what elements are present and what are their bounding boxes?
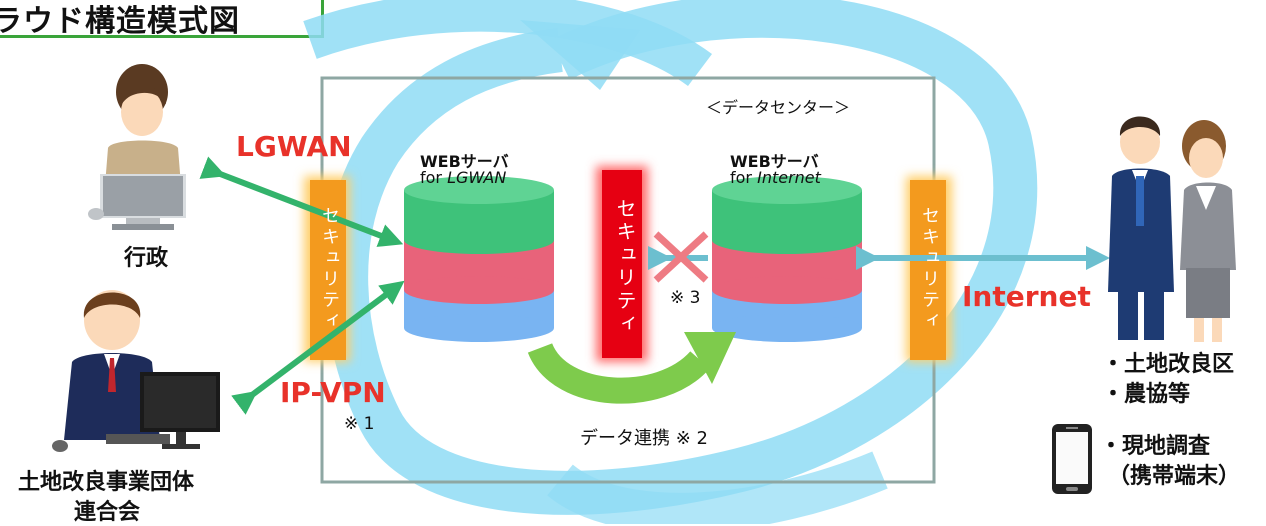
users-people-icon xyxy=(1108,116,1236,342)
note-1: ※ 1 xyxy=(344,414,375,434)
rengokai-label-line2: 連合会 xyxy=(74,500,141,525)
data-link-label: データ連携 ※ 2 xyxy=(580,428,708,449)
security-label-right: セキュリティ xyxy=(919,206,940,332)
users-label-line2: ・農協等 xyxy=(1102,382,1191,407)
note-3: ※ 3 xyxy=(670,288,701,308)
lgwan-network-label: LGWAN xyxy=(236,130,352,163)
ipvpn-network-label: IP-VPN xyxy=(280,376,386,409)
security-label-center: セキュリティ xyxy=(613,198,637,336)
security-bar-center xyxy=(602,170,642,358)
lgwan-server-subtitle: for LGWAN xyxy=(420,168,507,187)
users-label-line1: ・土地改良区 xyxy=(1102,352,1235,377)
internet-network-label: Internet xyxy=(962,280,1091,313)
security-bar-right xyxy=(910,180,946,360)
internet-server-title: WEBサーバ xyxy=(730,152,819,171)
rengokai-person-icon xyxy=(52,290,220,452)
smartphone-icon xyxy=(1052,424,1092,494)
ipvpn-connection-arrow xyxy=(231,280,405,415)
blocked-cross-icon xyxy=(653,231,709,283)
diagram-title: ラウド構造模式図 xyxy=(0,4,240,39)
lgwan-server-database xyxy=(404,176,554,342)
lgwan-connection-arrow xyxy=(199,156,404,247)
gyosei-label: 行政 xyxy=(124,246,169,271)
data-link-arrow xyxy=(527,332,736,404)
internet-server-database xyxy=(712,176,862,342)
field-survey-label-line1: ・現地調査 xyxy=(1100,434,1211,459)
security-label-left: セキュリティ xyxy=(319,206,340,332)
lgwan-server-title: WEBサーバ xyxy=(420,152,509,171)
gyosei-person-icon xyxy=(88,64,186,230)
title-frame xyxy=(0,0,324,38)
internet-server-subtitle: for Internet xyxy=(730,168,821,187)
rengokai-label-line1: 土地改良事業団体 xyxy=(18,470,195,495)
datacenter-label: ＜データセンター＞ xyxy=(706,98,851,117)
field-survey-label-line2: （携帯端末） xyxy=(1108,464,1241,489)
